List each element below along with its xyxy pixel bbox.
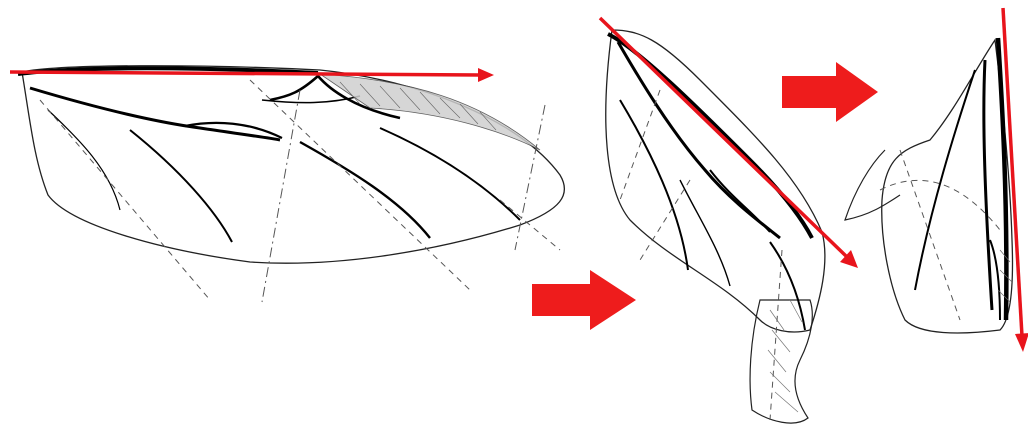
vein-d <box>380 128 520 220</box>
radial-vein <box>30 88 280 140</box>
vein-a <box>915 70 975 290</box>
cell-vein <box>710 170 770 232</box>
costal-vein <box>608 34 812 238</box>
axis-arrowhead-unfolded <box>478 68 494 82</box>
vein-b <box>680 180 730 286</box>
radial-vein <box>984 60 992 310</box>
transition-arrow-2 <box>782 62 878 122</box>
vein-c <box>770 242 805 330</box>
medial-vein <box>185 123 282 138</box>
axis-arrowhead-folded <box>1015 333 1028 352</box>
vein-a <box>48 110 120 210</box>
wing-folded <box>845 8 1028 352</box>
transition-arrow-1 <box>532 270 636 330</box>
fold-line-2 <box>640 180 690 260</box>
axis-arrow-partial <box>600 18 846 256</box>
fold-line-1 <box>40 100 210 300</box>
vein-a <box>620 100 688 270</box>
fold-line-2 <box>900 150 960 320</box>
fold-line-4 <box>515 105 545 250</box>
fold-line-1 <box>620 90 660 200</box>
wing-outline <box>22 66 564 263</box>
stippled-tip <box>320 74 540 150</box>
wing-unfolded <box>10 66 564 302</box>
costal-vein <box>998 38 1006 320</box>
axis-arrow-unfolded <box>10 72 480 75</box>
fold-line-5 <box>500 200 560 250</box>
vein-b <box>130 130 232 242</box>
